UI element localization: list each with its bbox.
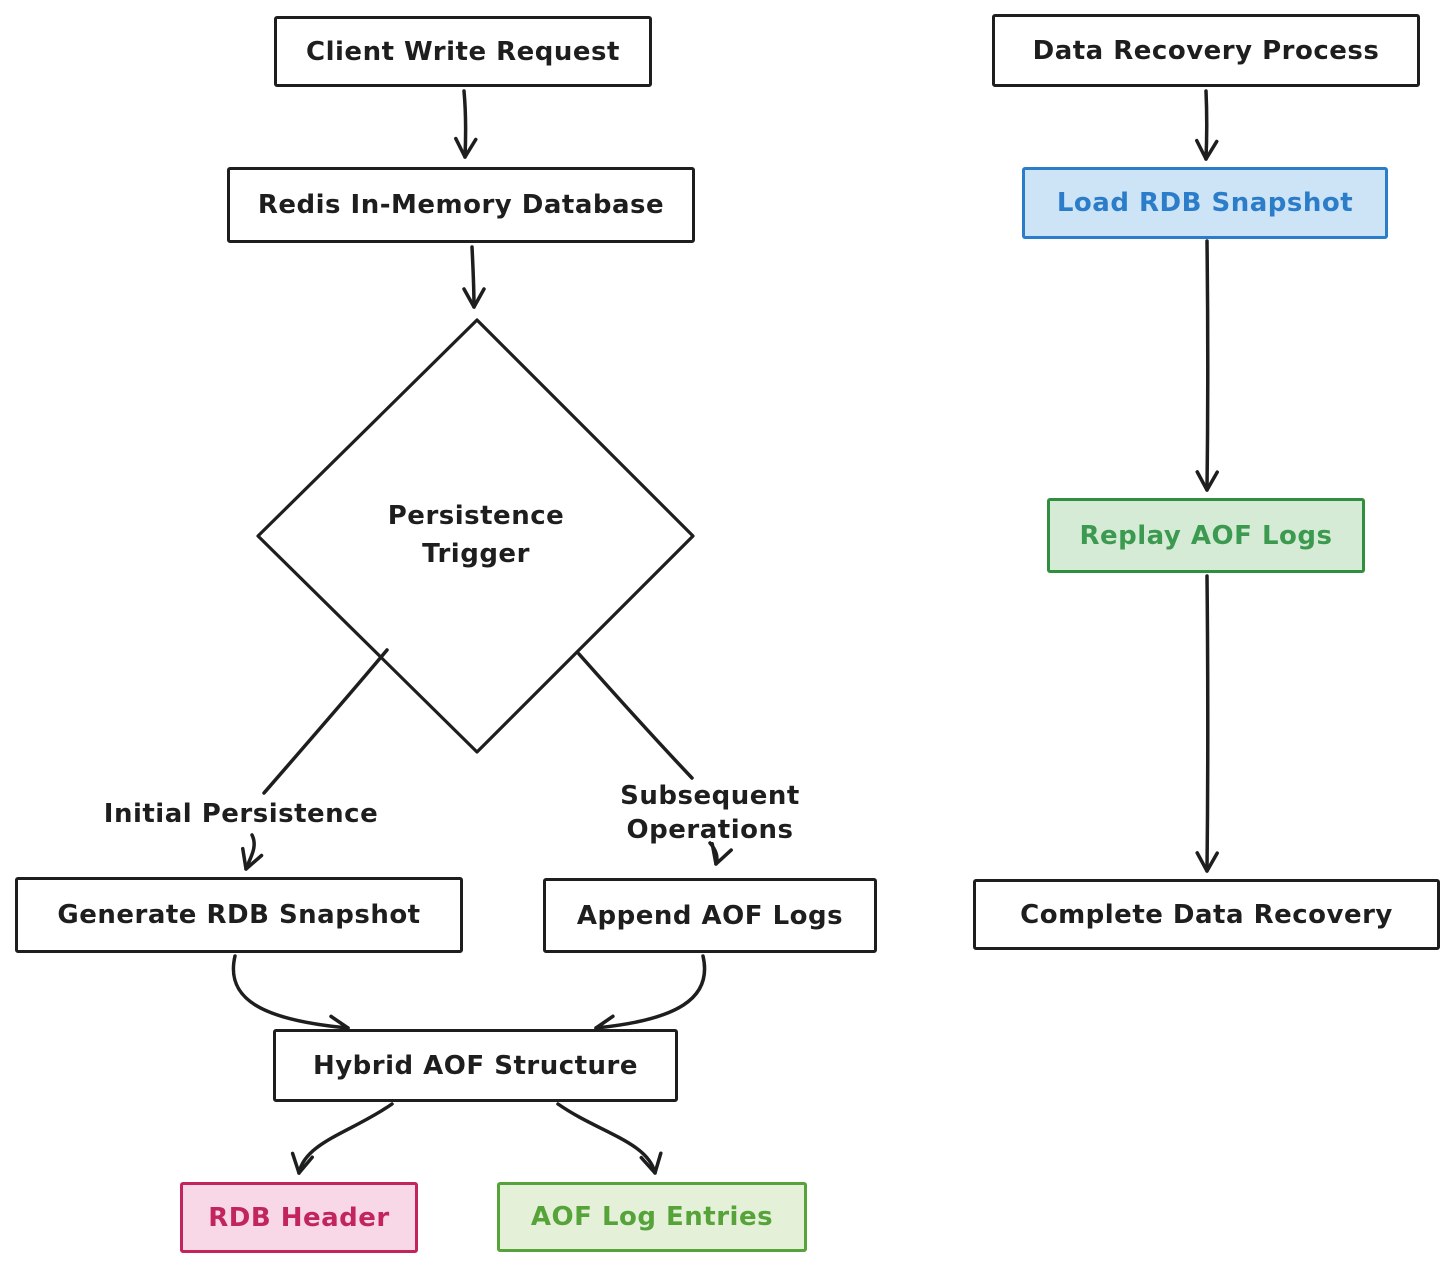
edge-label-subsequent-operations: Subsequent Operations <box>598 772 822 856</box>
arrow-replay-aof-to-complete <box>1195 574 1219 873</box>
arrow-hybrid-to-rdb-header <box>290 1102 394 1175</box>
edge-label-subsequent-line1: Subsequent <box>620 781 800 812</box>
node-client-write-request: Client Write Request <box>274 16 652 87</box>
node-generate-rdb-snapshot: Generate RDB Snapshot <box>15 877 463 953</box>
node-data-recovery-process: Data Recovery Process <box>992 14 1420 87</box>
arrow-load-rdb-to-replay-aof <box>1195 239 1219 492</box>
line-trigger-to-initial-branch <box>262 648 389 795</box>
node-redis-in-memory-database: Redis In-Memory Database <box>227 167 695 243</box>
arrow-hybrid-to-aof-entries <box>556 1102 663 1175</box>
arrow-initial-label-to-generate-rdb <box>241 833 264 871</box>
decision-label-line1: Persistence <box>387 501 565 532</box>
node-hybrid-aof-structure: Hybrid AOF Structure <box>273 1029 678 1102</box>
node-replay-aof-logs: Replay AOF Logs <box>1047 498 1365 573</box>
line-trigger-to-subsequent-branch <box>577 652 694 780</box>
arrow-redis-to-trigger <box>462 245 486 309</box>
arrow-client-to-redis <box>454 89 478 159</box>
node-load-rdb-snapshot: Load RDB Snapshot <box>1022 167 1388 239</box>
arrow-append-aof-to-hybrid <box>594 954 707 1038</box>
edge-label-initial-persistence: Initial Persistence <box>103 799 379 830</box>
decision-persistence-trigger-label: Persistence Trigger <box>328 470 624 602</box>
node-complete-data-recovery: Complete Data Recovery <box>973 879 1440 950</box>
arrow-subsequent-label-to-append-aof <box>708 841 733 866</box>
arrow-generate-rdb-to-hybrid <box>231 954 350 1039</box>
decision-diamond-shape <box>256 318 695 754</box>
node-rdb-header: RDB Header <box>180 1182 418 1253</box>
arrow-recovery-to-load-rdb <box>1195 89 1219 161</box>
node-append-aof-logs: Append AOF Logs <box>543 878 877 953</box>
node-aof-log-entries: AOF Log Entries <box>497 1182 807 1252</box>
edge-label-subsequent-line2: Operations <box>626 815 794 845</box>
decision-label-line2: Trigger <box>422 539 530 569</box>
